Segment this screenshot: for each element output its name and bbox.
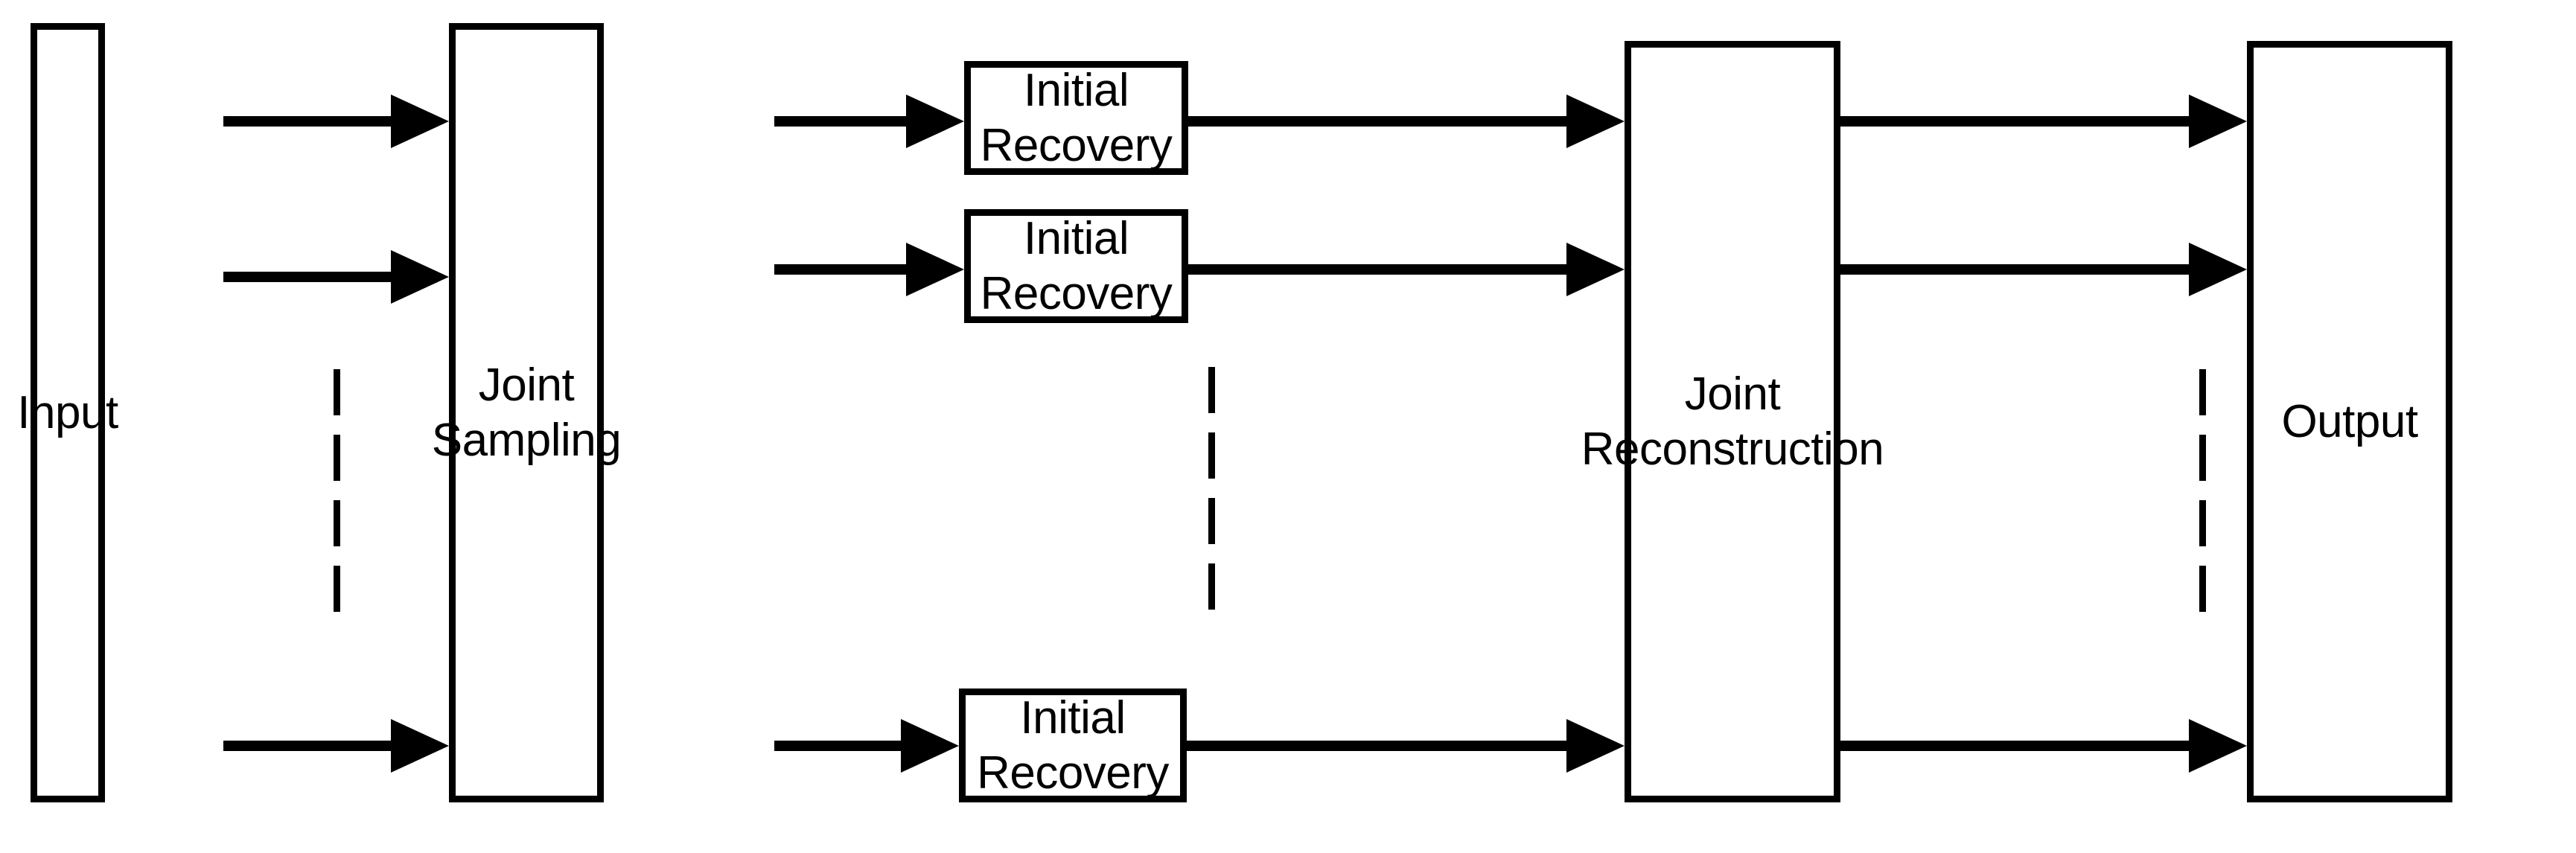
arrow-head-icon	[901, 719, 959, 773]
node-initial-recovery-3-label: Initial Recovery	[977, 692, 1169, 799]
arrow-shaft	[1840, 116, 2189, 127]
node-initial-recovery-1-label: Initial Recovery	[980, 65, 1173, 171]
ellipsis-dash	[334, 435, 340, 481]
node-initial-recovery-2[interactable]: Initial Recovery	[964, 209, 1188, 323]
arrow-shaft	[774, 116, 906, 127]
node-initial-recovery-2-label: Initial Recovery	[980, 213, 1173, 319]
arrow-head-icon	[906, 95, 964, 148]
arrow-shaft	[1840, 741, 2189, 751]
arrow-shaft	[774, 741, 901, 751]
arrow-shaft	[1188, 116, 1566, 127]
arrow-head-icon	[2189, 719, 2247, 773]
arrow-shaft	[1187, 741, 1566, 751]
ellipsis-dash	[334, 500, 340, 546]
ellipsis-dash	[1208, 367, 1215, 413]
arrow-shaft	[223, 741, 391, 751]
node-output-label: Output	[2281, 395, 2418, 447]
ellipsis-dash	[334, 369, 340, 415]
ellipsis-dash	[1208, 432, 1215, 479]
node-initial-recovery-3[interactable]: Initial Recovery	[959, 689, 1187, 802]
arrow-shaft	[223, 272, 391, 282]
arrow-head-icon	[1566, 243, 1625, 296]
arrow-head-icon	[2189, 95, 2247, 148]
ellipsis-dash	[2199, 435, 2206, 481]
arrow-head-icon	[2189, 243, 2247, 296]
arrow-head-icon	[1566, 719, 1625, 773]
node-output[interactable]: Output	[2247, 41, 2452, 802]
node-joint-sampling[interactable]: Joint Sampling	[432, 23, 622, 802]
ellipsis-dash	[1208, 563, 1215, 610]
node-joint-reconstruction[interactable]: Joint Reconstruction	[1581, 41, 1884, 802]
ellipsis-dash	[2199, 500, 2206, 546]
node-joint-reconstruction-label: Joint Reconstruction	[1581, 368, 1884, 475]
arrow-shaft	[1188, 264, 1566, 275]
arrow-shaft	[223, 116, 391, 127]
arrow-head-icon	[391, 95, 449, 148]
arrow-head-icon	[906, 243, 964, 296]
ellipsis-dash	[1208, 498, 1215, 544]
arrow-head-icon	[391, 250, 449, 304]
node-initial-recovery-1[interactable]: Initial Recovery	[964, 61, 1188, 175]
arrow-head-icon	[1566, 95, 1625, 148]
ellipsis-dash	[2199, 369, 2206, 415]
node-input-label: Input	[17, 386, 118, 438]
arrow-shaft	[774, 264, 906, 275]
node-joint-sampling-label: Joint Sampling	[431, 360, 622, 466]
ellipsis-dash	[2199, 566, 2206, 612]
arrow-head-icon	[391, 719, 449, 773]
arrow-shaft	[1840, 264, 2189, 275]
ellipsis-dash	[334, 566, 340, 612]
node-input[interactable]: Input	[17, 23, 118, 802]
